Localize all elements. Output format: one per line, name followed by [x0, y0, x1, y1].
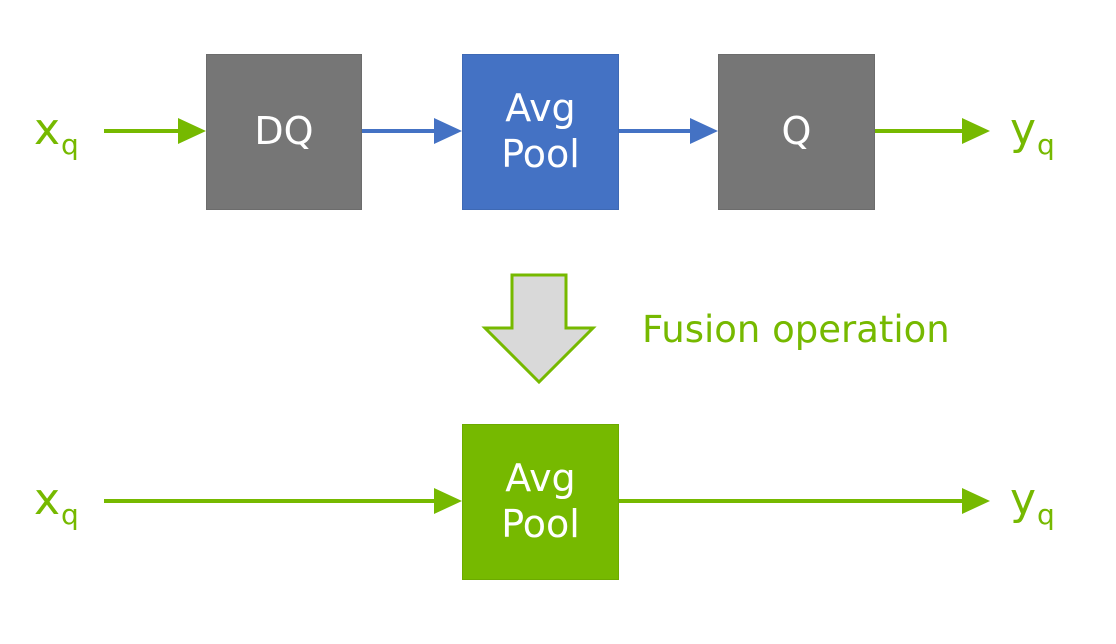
bottom-input-xq: xq: [34, 478, 79, 529]
dq-label: DQ: [254, 109, 314, 154]
edge-avgpool-to-q: [619, 118, 718, 144]
edge-q-to-yq: [875, 118, 990, 144]
avgpool-label-line2: Pool: [501, 132, 580, 176]
bottom-output-yq: yq: [1010, 478, 1055, 529]
avgpool-node: Avg Pool: [462, 54, 619, 210]
top-output-sub: q: [1037, 128, 1055, 161]
top-input-xq: xq: [34, 108, 79, 159]
fusion-down-arrow: [481, 273, 597, 385]
edge-xq-to-fused-avgpool: [104, 488, 462, 514]
bottom-input-base: x: [34, 474, 61, 525]
dq-node: DQ: [206, 54, 362, 210]
q-node: Q: [718, 54, 875, 210]
bottom-output-base: y: [1010, 474, 1037, 525]
top-output-yq: yq: [1010, 108, 1055, 159]
avgpool-label-line1: Avg: [505, 86, 576, 131]
edge-dq-to-avgpool: [362, 118, 462, 144]
fusion-caption: Fusion operation: [642, 308, 950, 351]
fused-avgpool-label-line2: Pool: [501, 502, 580, 546]
top-output-base: y: [1010, 104, 1037, 155]
edge-xq-to-dq: [104, 118, 206, 144]
bottom-input-sub: q: [61, 498, 79, 531]
top-input-base: x: [34, 104, 61, 155]
edge-fused-avgpool-to-yq: [619, 488, 990, 514]
q-label: Q: [781, 109, 812, 154]
fused-avgpool-label-line1: Avg: [505, 456, 576, 501]
top-input-sub: q: [61, 128, 79, 161]
bottom-output-sub: q: [1037, 498, 1055, 531]
fused-avgpool-node: Avg Pool: [462, 424, 619, 580]
